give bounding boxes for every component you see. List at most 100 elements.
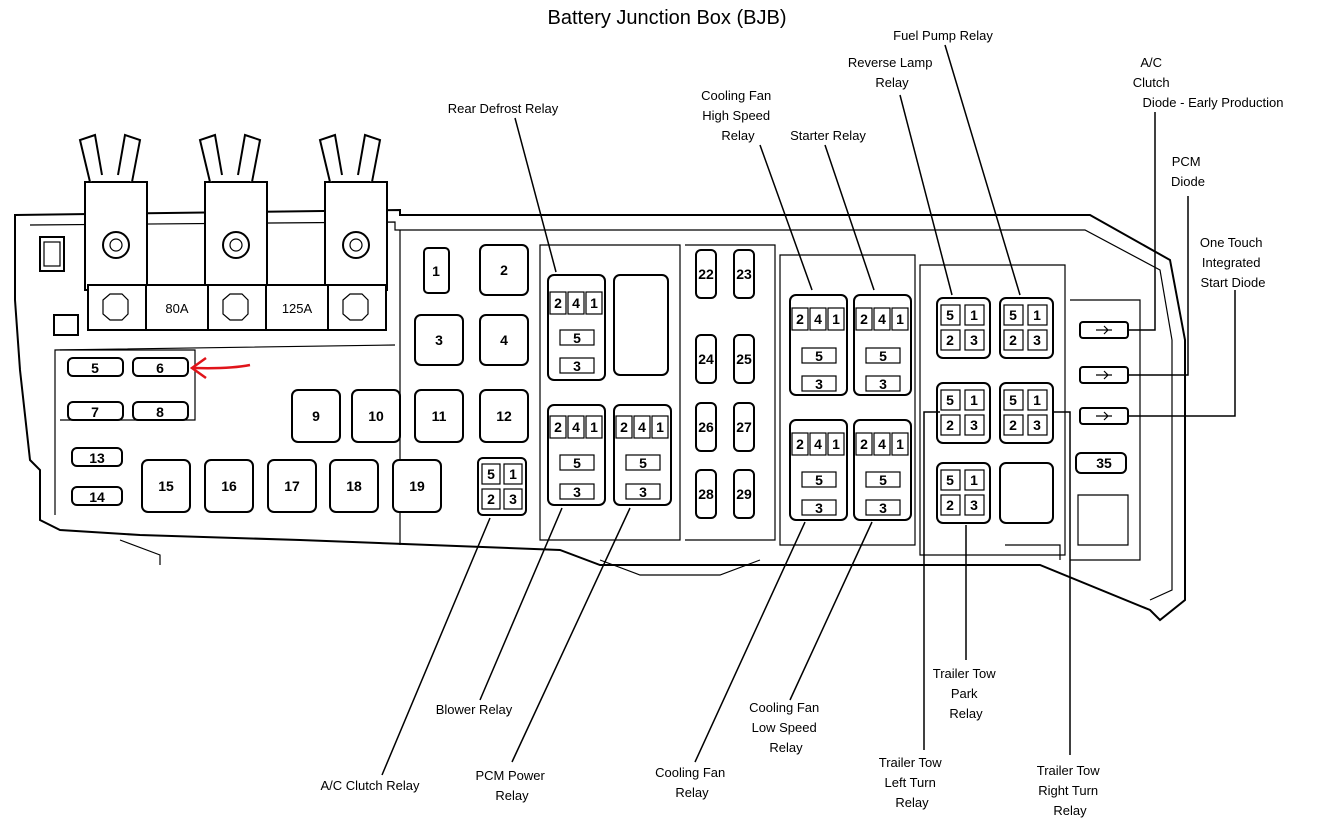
pin-label: 3 bbox=[1033, 417, 1041, 433]
pin-label: 5 bbox=[815, 348, 823, 364]
fuse-8: 8 bbox=[156, 404, 164, 420]
fuse-18: 18 bbox=[346, 478, 362, 494]
pin-label: 3 bbox=[1033, 332, 1041, 348]
callout-cooling-fan-high-speed-relay: Cooling Fan High Speed Relay bbox=[701, 88, 775, 143]
starter-relay-block: 2 4 1 5 3 bbox=[853, 294, 912, 396]
pin-label: 2 bbox=[554, 295, 562, 311]
fuse-12: 12 bbox=[496, 408, 512, 424]
trailer-tow-right-turn-relay-block: 5 1 2 3 bbox=[999, 382, 1054, 444]
pin-label: 3 bbox=[639, 484, 647, 500]
callout-rear-defrost-relay: Rear Defrost Relay bbox=[448, 101, 559, 116]
callout-pcm-diode: PCM Diode bbox=[1171, 154, 1205, 189]
fuse-23: 23 bbox=[736, 266, 752, 282]
pin-label: 5 bbox=[946, 392, 954, 408]
pin-label: 2 bbox=[946, 332, 954, 348]
pin-label: 4 bbox=[814, 311, 822, 327]
pin-label: 2 bbox=[1009, 332, 1017, 348]
mega-fuse-80a: 80A bbox=[165, 301, 188, 316]
reverse-lamp-relay-block: 5 1 2 3 bbox=[936, 297, 991, 359]
pin-label: 2 bbox=[1009, 417, 1017, 433]
leader-lines bbox=[381, 44, 1236, 776]
fuse-11: 11 bbox=[432, 408, 447, 424]
fuse-5: 5 bbox=[91, 360, 99, 376]
fuse-19: 19 bbox=[409, 478, 425, 494]
pin-label: 3 bbox=[573, 358, 581, 374]
callout-fuel-pump-relay: Fuel Pump Relay bbox=[893, 28, 993, 43]
diagram-title: Battery Junction Box (BJB) bbox=[548, 7, 787, 29]
cooling-fan-high-speed-relay-block: 2 4 1 5 3 bbox=[789, 294, 848, 396]
pin-label: 5 bbox=[1009, 392, 1017, 408]
pin-label: 2 bbox=[946, 417, 954, 433]
fuel-pump-relay-block: 5 1 2 3 bbox=[999, 297, 1054, 359]
fuse-22: 22 bbox=[698, 266, 714, 282]
pin-label: 4 bbox=[878, 311, 886, 327]
fuse-16: 16 bbox=[221, 478, 237, 494]
fuse-2: 2 bbox=[500, 262, 508, 278]
pin-label: 2 bbox=[620, 419, 628, 435]
pin-label: 1 bbox=[970, 472, 978, 488]
relays-4pin: 5 1 2 3 5 1 2 3 5 1 2 3 5 1 bbox=[477, 297, 1054, 524]
pin-label: 3 bbox=[970, 497, 978, 513]
pin-label: 1 bbox=[509, 466, 517, 482]
callout-trailer-tow-right-turn-relay: Trailer Tow Right Turn Relay bbox=[1037, 763, 1103, 818]
pin-label: 3 bbox=[509, 491, 517, 507]
pin-label: 4 bbox=[814, 436, 822, 452]
fuse-17: 17 bbox=[284, 478, 300, 494]
pin-label: 5 bbox=[879, 472, 887, 488]
pin-label: 5 bbox=[815, 472, 823, 488]
mini-fuses-left: 5 6 7 8 13 14 bbox=[67, 357, 189, 506]
fuse-27: 27 bbox=[736, 419, 752, 435]
callout-cooling-fan-relay: Cooling Fan Relay bbox=[655, 765, 729, 800]
pin-label: 2 bbox=[796, 311, 804, 327]
mega-fuse-block: 80A 125A bbox=[39, 133, 388, 336]
pin-label: 3 bbox=[815, 376, 823, 392]
fuse-9: 9 bbox=[312, 408, 320, 424]
fuse-15: 15 bbox=[158, 478, 174, 494]
pin-label: 1 bbox=[590, 295, 598, 311]
fuse-13: 13 bbox=[89, 450, 105, 466]
callout-ac-clutch-relay: A/C Clutch Relay bbox=[321, 778, 420, 793]
red-arrow-icon bbox=[189, 356, 251, 380]
trailer-tow-left-turn-relay-block: 5 1 2 3 bbox=[936, 382, 991, 444]
pin-label: 2 bbox=[860, 311, 868, 327]
fuse-14: 14 bbox=[89, 489, 105, 505]
callout-labels: Rear Defrost Relay Cooling Fan High Spee… bbox=[321, 28, 1284, 818]
mega-fuse-125a: 125A bbox=[282, 301, 313, 316]
blower-relay-block: 2 4 1 5 3 bbox=[547, 404, 606, 506]
pin-label: 4 bbox=[638, 419, 646, 435]
fuse-4: 4 bbox=[500, 332, 508, 348]
pin-label: 5 bbox=[946, 307, 954, 323]
callout-trailer-tow-park-relay: Trailer Tow Park Relay bbox=[933, 666, 999, 721]
diodes bbox=[1079, 321, 1129, 425]
pin-label: 4 bbox=[572, 419, 580, 435]
pin-label: 5 bbox=[1009, 307, 1017, 323]
fuse-35: 35 bbox=[1096, 455, 1112, 471]
pin-label: 3 bbox=[879, 500, 887, 516]
pin-label: 2 bbox=[554, 419, 562, 435]
pcm-power-relay-block: 2 4 1 5 3 bbox=[613, 404, 672, 506]
callout-starter-relay: Starter Relay bbox=[790, 128, 866, 143]
pin-label: 3 bbox=[879, 376, 887, 392]
pin-label: 3 bbox=[970, 332, 978, 348]
callout-cooling-fan-low-speed-relay: Cooling Fan Low Speed Relay bbox=[749, 700, 823, 755]
pin-label: 2 bbox=[796, 436, 804, 452]
pin-label: 1 bbox=[970, 392, 978, 408]
pin-label: 1 bbox=[656, 419, 664, 435]
pin-label: 3 bbox=[970, 417, 978, 433]
pin-label: 5 bbox=[573, 455, 581, 471]
callout-pcm-power-relay: PCM Power Relay bbox=[476, 768, 549, 803]
pin-label: 5 bbox=[946, 472, 954, 488]
callout-blower-relay: Blower Relay bbox=[436, 702, 513, 717]
relays-5pin: 2 4 1 5 3 2 4 1 5 3 2 4 1 5 3 bbox=[547, 274, 912, 521]
pin-label: 1 bbox=[590, 419, 598, 435]
cooling-fan-low-speed-relay-block: 2 4 1 5 3 bbox=[853, 419, 912, 521]
pin-label: 3 bbox=[815, 500, 823, 516]
fuse-10: 10 bbox=[368, 408, 384, 424]
pin-label: 1 bbox=[832, 311, 840, 327]
fuse-29: 29 bbox=[736, 486, 752, 502]
fuse-26: 26 bbox=[698, 419, 714, 435]
pin-label: 2 bbox=[487, 491, 495, 507]
fuse-24: 24 bbox=[698, 351, 714, 367]
fuse-3: 3 bbox=[435, 332, 443, 348]
